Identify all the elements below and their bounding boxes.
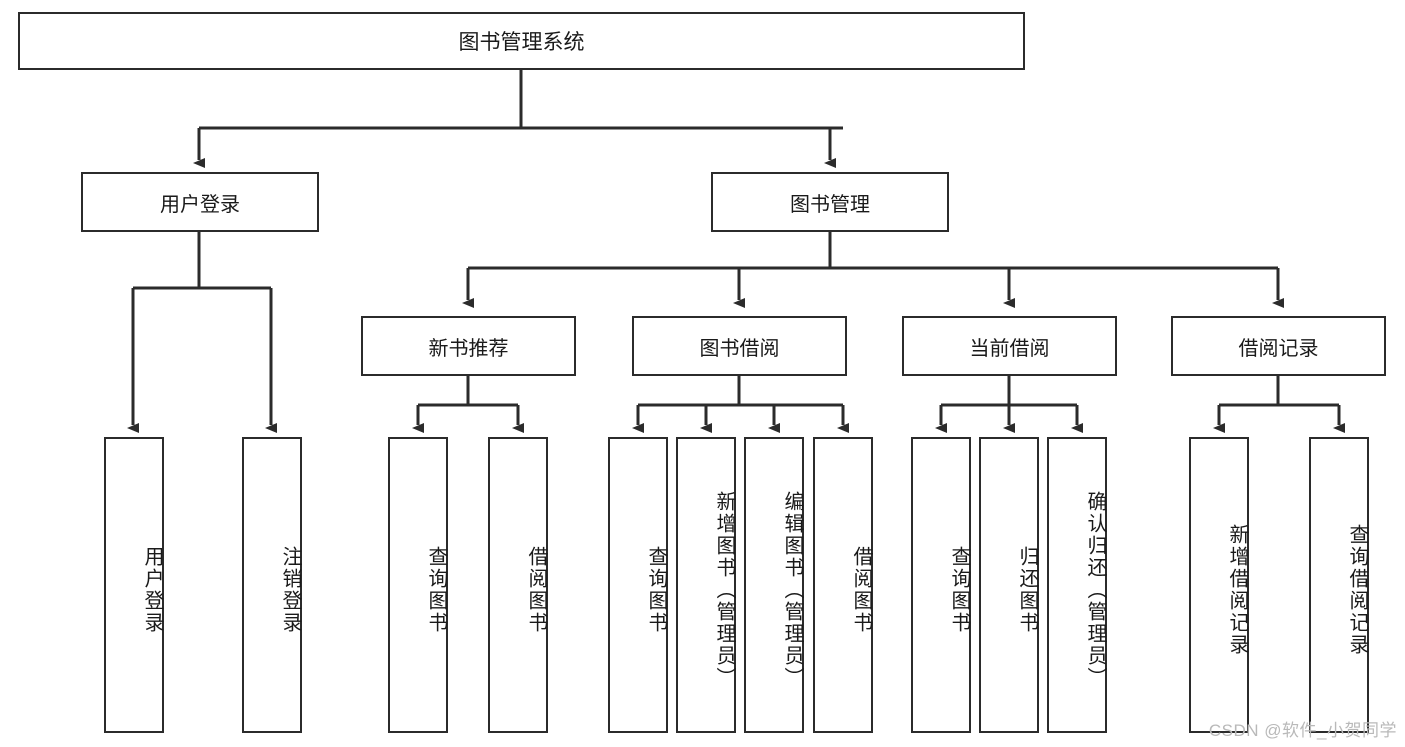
node-label: 用户登录 (160, 193, 240, 216)
leaf-user-logout[interactable]: 注销登录 (242, 437, 302, 733)
node-label: 借阅图书 (850, 546, 872, 634)
node-label: 图书管理 (790, 193, 870, 216)
node-borrow-record[interactable]: 借阅记录 (1171, 316, 1386, 376)
node-user-login[interactable]: 用户登录 (81, 172, 319, 232)
leaf-current-query-book[interactable]: 查询图书 (911, 437, 971, 733)
node-label: 确认归还（管理员） (1084, 491, 1106, 689)
node-label: 编辑图书（管理员） (781, 491, 803, 689)
leaf-record-query-record[interactable]: 查询借阅记录 (1309, 437, 1369, 733)
leaf-current-return-book[interactable]: 归还图书 (979, 437, 1039, 733)
node-label: 查询图书 (645, 546, 667, 634)
watermark-text: CSDN @软件_小贺同学 (1208, 721, 1397, 740)
node-label: 查询图书 (948, 546, 970, 634)
node-label: 归还图书 (1016, 546, 1038, 634)
node-label: 查询借阅记录 (1346, 524, 1368, 656)
leaf-borrow-edit-book-admin[interactable]: 编辑图书（管理员） (744, 437, 804, 733)
node-label: 图书管理系统 (458, 31, 585, 54)
node-new-book-recommend[interactable]: 新书推荐 (361, 316, 576, 376)
node-label: 用户登录 (141, 546, 163, 634)
node-label: 查询图书 (425, 546, 447, 634)
leaf-record-add-record[interactable]: 新增借阅记录 (1189, 437, 1249, 733)
node-book-manage[interactable]: 图书管理 (711, 172, 949, 232)
leaf-borrow-add-book-admin[interactable]: 新增图书（管理员） (676, 437, 736, 733)
leaf-newbook-query-book[interactable]: 查询图书 (388, 437, 448, 733)
leaf-newbook-borrow-book[interactable]: 借阅图书 (488, 437, 548, 733)
leaf-user-login[interactable]: 用户登录 (104, 437, 164, 733)
node-label: 图书借阅 (699, 337, 780, 360)
leaf-current-confirm-return-admin[interactable]: 确认归还（管理员） (1047, 437, 1107, 733)
node-label: 借阅记录 (1238, 337, 1319, 360)
node-label: 注销登录 (279, 546, 301, 634)
node-root-system[interactable]: 图书管理系统 (18, 12, 1025, 70)
node-current-borrow[interactable]: 当前借阅 (902, 316, 1117, 376)
leaf-borrow-query-book[interactable]: 查询图书 (608, 437, 668, 733)
node-label: 新增图书（管理员） (713, 491, 735, 689)
leaf-borrow-lend-book[interactable]: 借阅图书 (813, 437, 873, 733)
node-book-borrow[interactable]: 图书借阅 (632, 316, 847, 376)
node-label: 借阅图书 (525, 546, 547, 634)
node-label: 新增借阅记录 (1226, 524, 1248, 656)
node-label: 新书推荐 (428, 337, 509, 360)
node-label: 当前借阅 (969, 337, 1050, 360)
